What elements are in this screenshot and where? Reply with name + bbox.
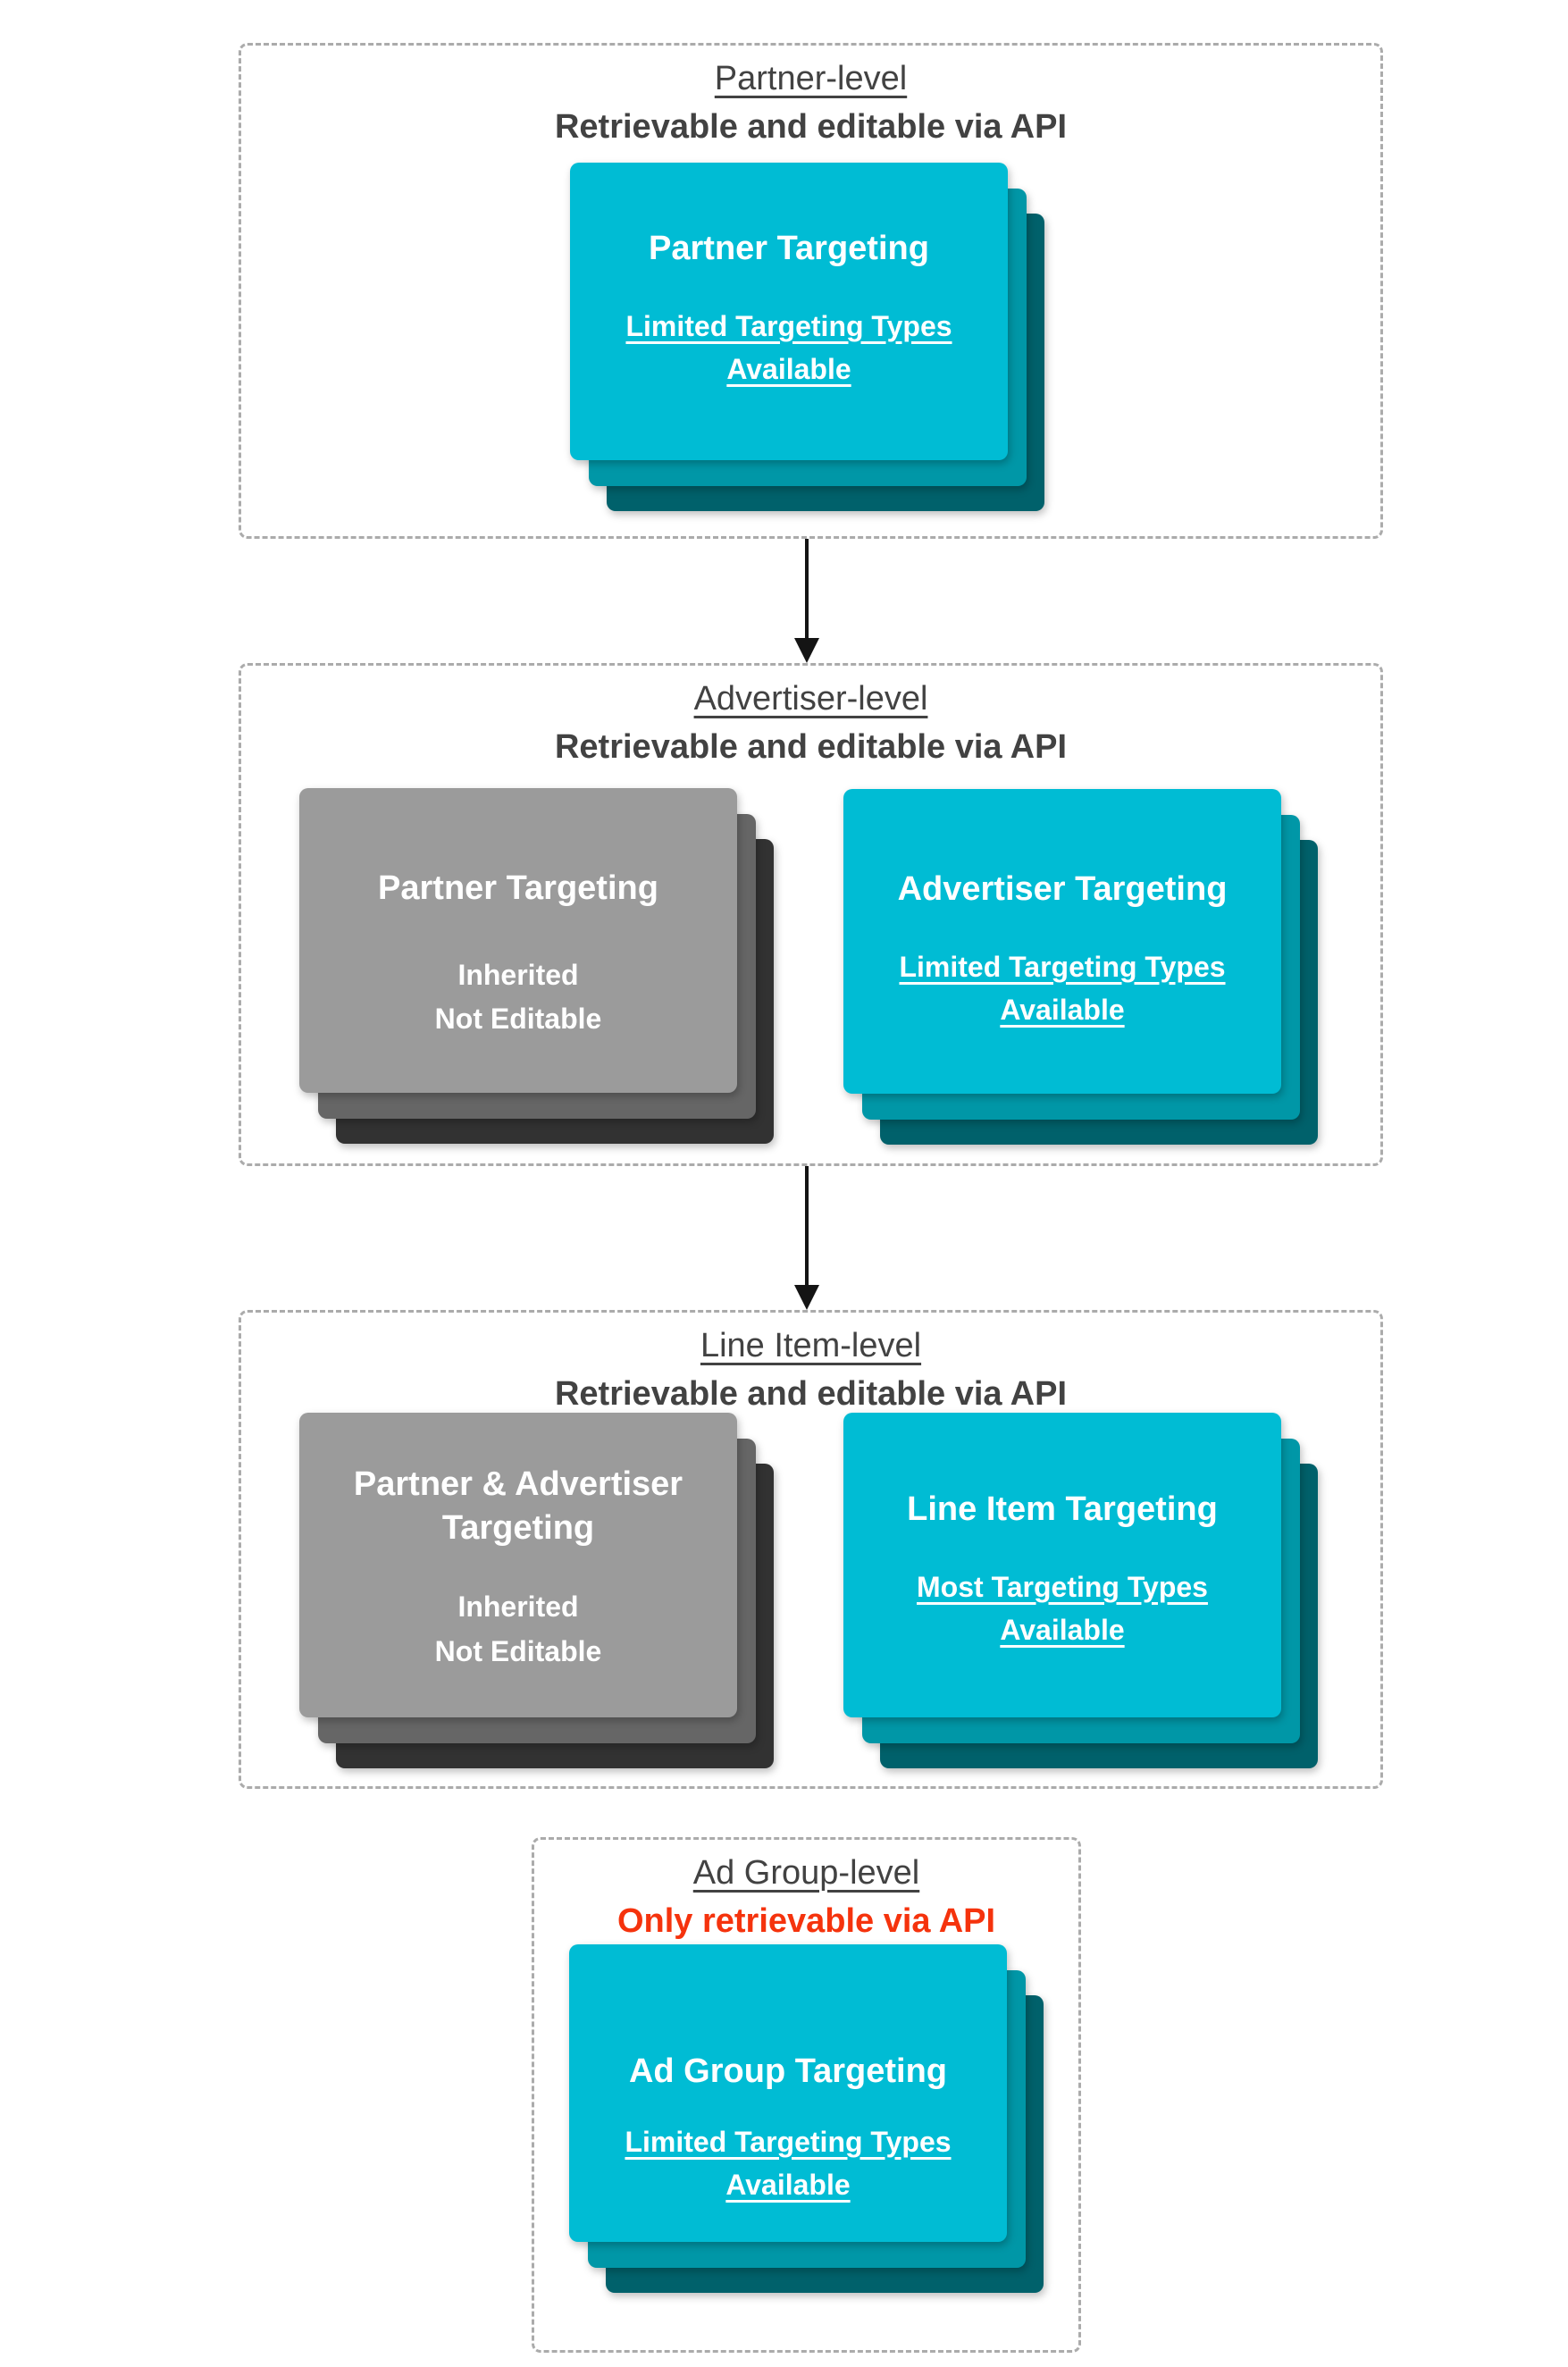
down-arrow-partner-to-advertiser bbox=[794, 539, 819, 663]
card-subtitle: Most Targeting Types Available bbox=[917, 1570, 1208, 1646]
section-heading: Advertiser-level bbox=[693, 680, 928, 718]
down-arrow-advertiser-to-line-item bbox=[794, 1166, 819, 1310]
section-heading: Ad Group-level bbox=[692, 1854, 920, 1892]
section-ad-group-level: Ad Group-level Only retrievable via API … bbox=[532, 1837, 1081, 2353]
section-heading: Partner-level bbox=[714, 60, 908, 97]
section-line-item-level: Line Item-level Retrievable and editable… bbox=[239, 1310, 1383, 1789]
card-title: Partner Targeting bbox=[378, 869, 658, 907]
card-ad-group-targeting: Ad Group Targeting Limited Targeting Typ… bbox=[569, 1944, 1007, 2242]
card-subtitle: Limited Targeting Types Available bbox=[899, 950, 1226, 1026]
card-inherited-partner-targeting: Partner Targeting Inherited Not Editable bbox=[299, 788, 737, 1093]
arrow-shaft bbox=[805, 539, 809, 640]
section-subheading: Retrievable and editable via API bbox=[554, 1375, 1068, 1413]
card-body: Inherited Not Editable bbox=[434, 958, 602, 1036]
card-title: Partner & Advertiser Targeting bbox=[353, 1465, 683, 1547]
card-inherited-partner-advertiser-targeting: Partner & Advertiser Targeting Inherited… bbox=[299, 1413, 737, 1717]
card-title: Line Item Targeting bbox=[907, 1490, 1218, 1528]
card-title: Ad Group Targeting bbox=[628, 2052, 948, 2090]
arrow-head-icon bbox=[794, 638, 819, 663]
section-advertiser-level: Advertiser-level Retrievable and editabl… bbox=[239, 663, 1383, 1166]
card-advertiser-targeting: Advertiser Targeting Limited Targeting T… bbox=[843, 789, 1281, 1094]
section-partner-level: Partner-level Retrievable and editable v… bbox=[239, 43, 1383, 539]
section-subheading: Retrievable and editable via API bbox=[554, 728, 1068, 766]
arrow-shaft bbox=[805, 1166, 809, 1287]
card-partner-targeting: Partner Targeting Limited Targeting Type… bbox=[570, 163, 1008, 460]
card-title: Advertiser Targeting bbox=[897, 870, 1228, 908]
card-line-item-targeting: Line Item Targeting Most Targeting Types… bbox=[843, 1413, 1281, 1717]
arrow-head-icon bbox=[794, 1285, 819, 1310]
card-subtitle: Limited Targeting Types Available bbox=[625, 2125, 952, 2201]
section-heading: Line Item-level bbox=[700, 1327, 922, 1364]
section-subheading: Retrievable and editable via API bbox=[554, 108, 1068, 146]
card-subtitle: Limited Targeting Types Available bbox=[625, 309, 952, 385]
card-body: Inherited Not Editable bbox=[434, 1591, 602, 1667]
card-title: Partner Targeting bbox=[649, 230, 929, 267]
section-subheading-red: Only retrievable via API bbox=[616, 1902, 996, 1940]
